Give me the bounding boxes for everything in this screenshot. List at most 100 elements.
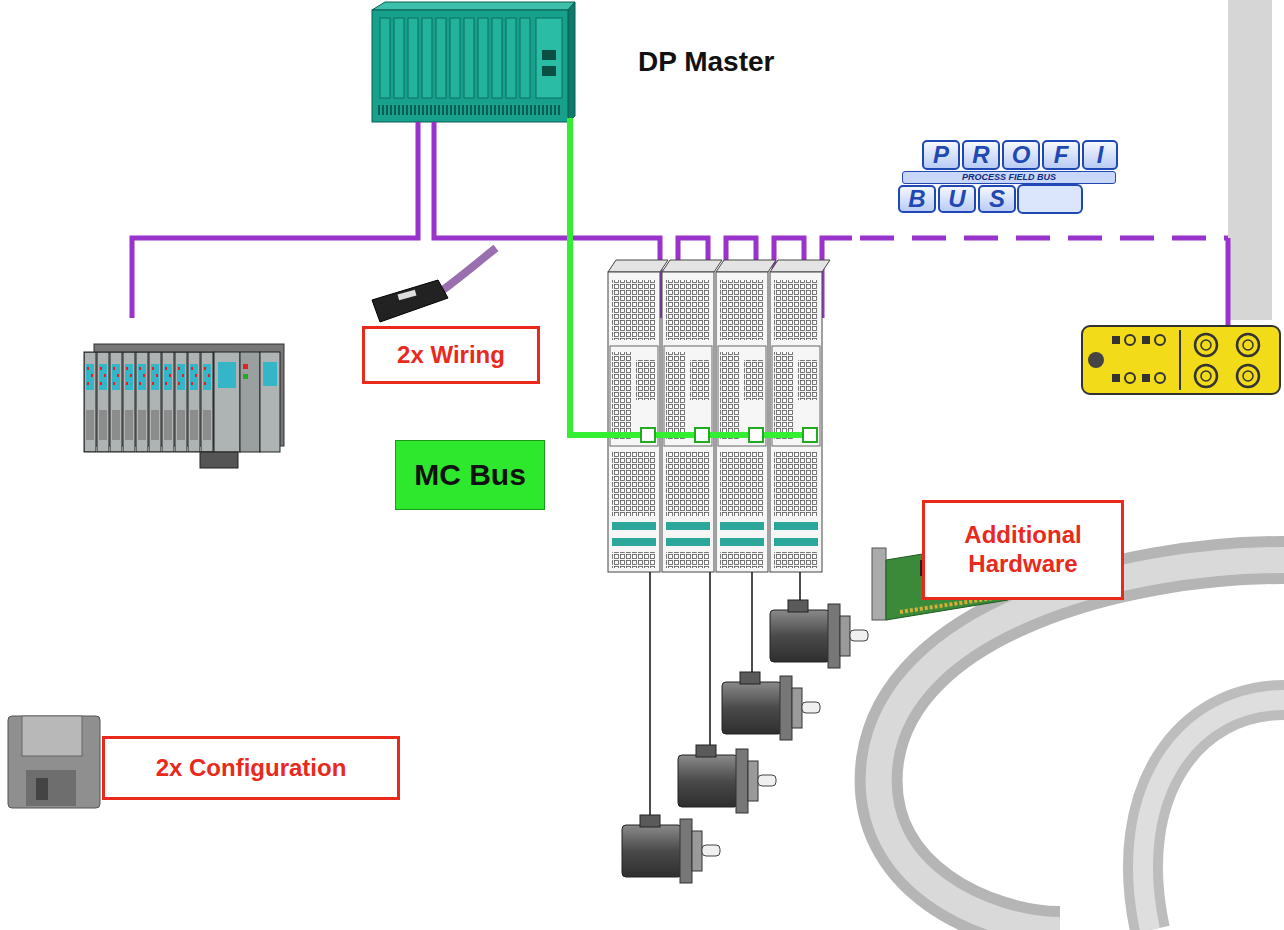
- mc-bus-line-part: [749, 428, 763, 442]
- profibus-cable-part: [1226, 238, 1231, 338]
- dp-master-rack-part: [378, 105, 562, 115]
- mc-bus-line: [570, 118, 817, 442]
- servo-motors-part: [770, 600, 868, 668]
- io-device-part: [1195, 334, 1217, 356]
- plc-station: [84, 344, 284, 468]
- servo-motors-part: [722, 672, 820, 740]
- io-device-part: [1243, 371, 1253, 381]
- logo-letter: R: [962, 140, 1000, 170]
- node-text: P: [933, 143, 949, 167]
- io-device-part: [1237, 365, 1259, 387]
- drive-modules-part: [770, 260, 830, 572]
- plc-station-part: [200, 452, 238, 468]
- callout-box: Additional Hardware: [922, 500, 1124, 600]
- io-device-part: [1243, 340, 1253, 350]
- motor-cables-part: [799, 572, 801, 602]
- profibus-cable-part: [860, 236, 1228, 241]
- plc-station-part: [263, 362, 277, 386]
- io-device-part: [1082, 326, 1280, 394]
- cable-coil: [879, 0, 1284, 930]
- io-device-part: [1237, 334, 1259, 356]
- interface-card-part: [872, 548, 886, 620]
- floppy-disk-part: [8, 716, 100, 808]
- node-text: 2x Configuration: [156, 754, 347, 783]
- stripping-tool-part: [372, 280, 448, 322]
- plc-station-part: [84, 352, 214, 452]
- drive-modules-part: [662, 260, 722, 572]
- node-text: U: [948, 187, 965, 211]
- cable-coil-part: [879, 560, 1284, 930]
- floppy-disk-part: [22, 716, 82, 756]
- dp-master-rack-part: [372, 2, 575, 10]
- device-label: DP Master: [638, 46, 774, 78]
- node-text: S: [989, 187, 1005, 211]
- motor-cables-part: [751, 572, 753, 674]
- node-text: O: [1012, 143, 1031, 167]
- dp-master-rack-part: [542, 66, 556, 76]
- dp-master-rack-part: [506, 18, 516, 98]
- cable-coil-part: [1143, 700, 1284, 930]
- plc-station-part: [243, 374, 248, 379]
- plc-station-part: [214, 352, 240, 452]
- node-text: B: [908, 187, 925, 211]
- dp-master-rack-part: [542, 50, 556, 60]
- stripping-tool: [372, 248, 496, 322]
- bus-label-box: MC Bus: [395, 440, 545, 510]
- dp-master-rack-part: [394, 18, 404, 98]
- servo-motors-part: [622, 815, 720, 883]
- logo-letter: S: [978, 185, 1016, 213]
- io-device-part: [1125, 335, 1135, 345]
- io-device-part: [1088, 352, 1104, 368]
- io-device-part: [1155, 373, 1165, 383]
- node-text: 2x Wiring: [397, 341, 505, 370]
- motor-cables-part: [649, 572, 651, 817]
- mc-bus-line-part: [695, 428, 709, 442]
- logo-letter: P: [922, 140, 960, 170]
- servo-motors: [622, 600, 868, 883]
- callout-box: 2x Configuration: [102, 736, 400, 800]
- dp-master-rack-part: [450, 18, 460, 98]
- io-device-part: [1179, 330, 1181, 390]
- dp-master-rack-part: [536, 18, 562, 98]
- plc-station-part: [260, 352, 280, 452]
- dp-master-rack-part: [464, 18, 474, 98]
- dp-master-rack-part: [408, 18, 418, 98]
- drive-modules-part: [608, 260, 668, 572]
- io-device-part: [1112, 374, 1120, 382]
- mc-bus-line-part: [570, 118, 814, 435]
- plc-station-part: [240, 352, 260, 452]
- node-text: PROCESS FIELD BUS: [962, 173, 1056, 182]
- servo-motors-part: [678, 745, 776, 813]
- io-device-part: [1195, 365, 1217, 387]
- cable-coil-part: [879, 560, 1284, 930]
- plc-station-part: [218, 362, 236, 388]
- logo-letter: U: [938, 185, 976, 213]
- logo-letter: O: [1002, 140, 1040, 170]
- plc-station-part: [243, 364, 248, 369]
- drive-modules: [608, 260, 830, 572]
- node-text: Additional Hardware: [935, 521, 1111, 579]
- stripping-tool-part: [440, 248, 496, 292]
- drive-modules-part: [716, 260, 776, 572]
- node-text: R: [972, 143, 989, 167]
- io-device: [1082, 326, 1280, 394]
- mc-bus-line-part: [803, 428, 817, 442]
- logo-letter: F: [1042, 140, 1080, 170]
- dp-master-rack-part: [492, 18, 502, 98]
- node-text: MC Bus: [414, 457, 526, 493]
- io-device-part: [1201, 371, 1211, 381]
- dp-master-rack-part: [380, 18, 390, 98]
- dp-master-rack: [372, 2, 575, 122]
- cable-coil-part: [1143, 700, 1284, 930]
- io-device-part: [1201, 340, 1211, 350]
- logo-decor-part: [1018, 185, 1082, 213]
- cable-coil-part: [1228, 0, 1272, 320]
- dp-master-rack-part: [568, 2, 575, 122]
- node-text: I: [1097, 143, 1104, 167]
- logo-letter: B: [898, 185, 936, 213]
- dp-master-rack-part: [436, 18, 446, 98]
- floppy-disk-part: [26, 770, 76, 806]
- callout-box: 2x Wiring: [362, 326, 540, 384]
- io-device-part: [1142, 374, 1150, 382]
